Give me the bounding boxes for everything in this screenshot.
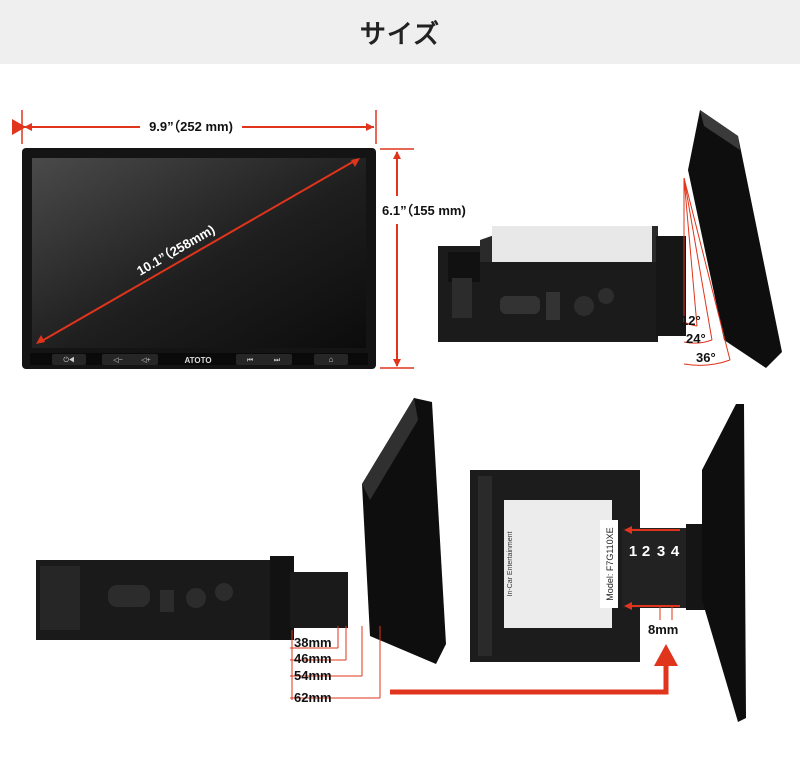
home-button: [314, 354, 348, 365]
width-arrowhead-left: [24, 123, 32, 131]
tilt-vent: [452, 278, 472, 318]
top-screen: [702, 404, 746, 722]
diagonal-arrowhead-top: [351, 158, 360, 167]
power-volume-icon: ⏻◀: [63, 356, 74, 364]
tilt-connector-4: [598, 288, 614, 304]
tilt-screen-edge: [700, 110, 740, 150]
position-2: 2: [642, 543, 650, 560]
height-label: 6.1”（155 mm): [382, 203, 466, 218]
top-view: In-Car Entertainment Model: F7G110XE 1 2…: [470, 404, 746, 722]
model-plate: [600, 520, 618, 608]
angle-arc-24: [683, 339, 713, 344]
power-volume-button: [52, 354, 86, 365]
offset-label-38: 38mm: [294, 635, 332, 650]
home-icon: ⌂: [329, 355, 334, 364]
offset-label-54: 54mm: [294, 668, 332, 683]
depth-connector-4: [215, 583, 233, 601]
tilt-label-sticker: [492, 226, 652, 262]
position-arrowhead-top: [624, 526, 632, 534]
link-arrow: [390, 662, 669, 695]
top-chassis-edge: [478, 476, 492, 656]
front-view: 9.9”（252 mm) 6.1”（155 mm) ⏻◀ ◁− ◁+ ATOTO…: [12, 110, 466, 369]
depth-connector-3: [186, 588, 206, 608]
step-label: 8mm: [648, 622, 678, 637]
diagonal-arrowhead-bottom: [36, 335, 45, 344]
volume-buttons: [102, 354, 158, 365]
height-arrowhead-top: [393, 151, 401, 159]
depth-vent: [40, 566, 80, 630]
position-1: 1: [629, 543, 637, 560]
angle-label-12: 12°: [681, 313, 701, 328]
next-icon: ⏭: [274, 357, 281, 364]
tilt-screen: [688, 110, 782, 368]
previous-icon: ⏮: [247, 357, 253, 364]
model-text: Model: F7G110XE: [605, 527, 615, 600]
depth-connector-2: [160, 590, 174, 612]
depth-view: 38mm 46mm 54mm 62mm: [36, 398, 446, 705]
depth-screen-side: [362, 398, 418, 500]
brand-logo: ATOTO: [184, 356, 211, 365]
angle-line-24: [683, 177, 713, 341]
depth-bracket: [290, 572, 348, 628]
width-label: 9.9”（252 mm): [149, 119, 233, 134]
offset-label-62: 62mm: [294, 690, 332, 705]
angle-line-12: [683, 177, 698, 327]
tilt-view: 12° 24° 36°: [438, 110, 782, 368]
volume-up-icon: ◁+: [141, 357, 150, 364]
angle-arc-12: [683, 321, 698, 327]
link-arrowhead: [654, 644, 678, 666]
tilt-bracket: [656, 236, 686, 336]
angle-label-24: 24°: [686, 331, 706, 346]
sticker-text: In-Car Entertainment: [507, 531, 514, 596]
position-arrowhead-bottom: [624, 602, 632, 610]
page-title: サイズ: [359, 19, 441, 50]
header-bar: サイズ: [0, 0, 800, 64]
track-buttons: [236, 354, 292, 365]
position-4: 4: [671, 543, 680, 560]
offset-label-46: 46mm: [294, 651, 332, 666]
angle-arc-36: [683, 359, 731, 366]
tilt-connector-3: [574, 296, 594, 316]
height-arrowhead-bottom: [393, 359, 401, 367]
diagonal-line: [39, 159, 357, 343]
tilt-connector-1: [500, 296, 540, 314]
depth-connector-1: [108, 585, 150, 607]
position-3: 3: [657, 543, 665, 560]
width-arrowhead-right: [366, 123, 374, 131]
front-screen: [32, 158, 366, 348]
tilt-chassis-top-block: [448, 252, 480, 282]
volume-down-icon: ◁−: [113, 357, 122, 364]
angle-label-36: 36°: [696, 350, 716, 365]
top-bracket: [622, 528, 688, 608]
top-label-sticker: [504, 500, 612, 628]
angle-line-36: [683, 177, 731, 361]
tilt-connector-2: [546, 292, 560, 320]
